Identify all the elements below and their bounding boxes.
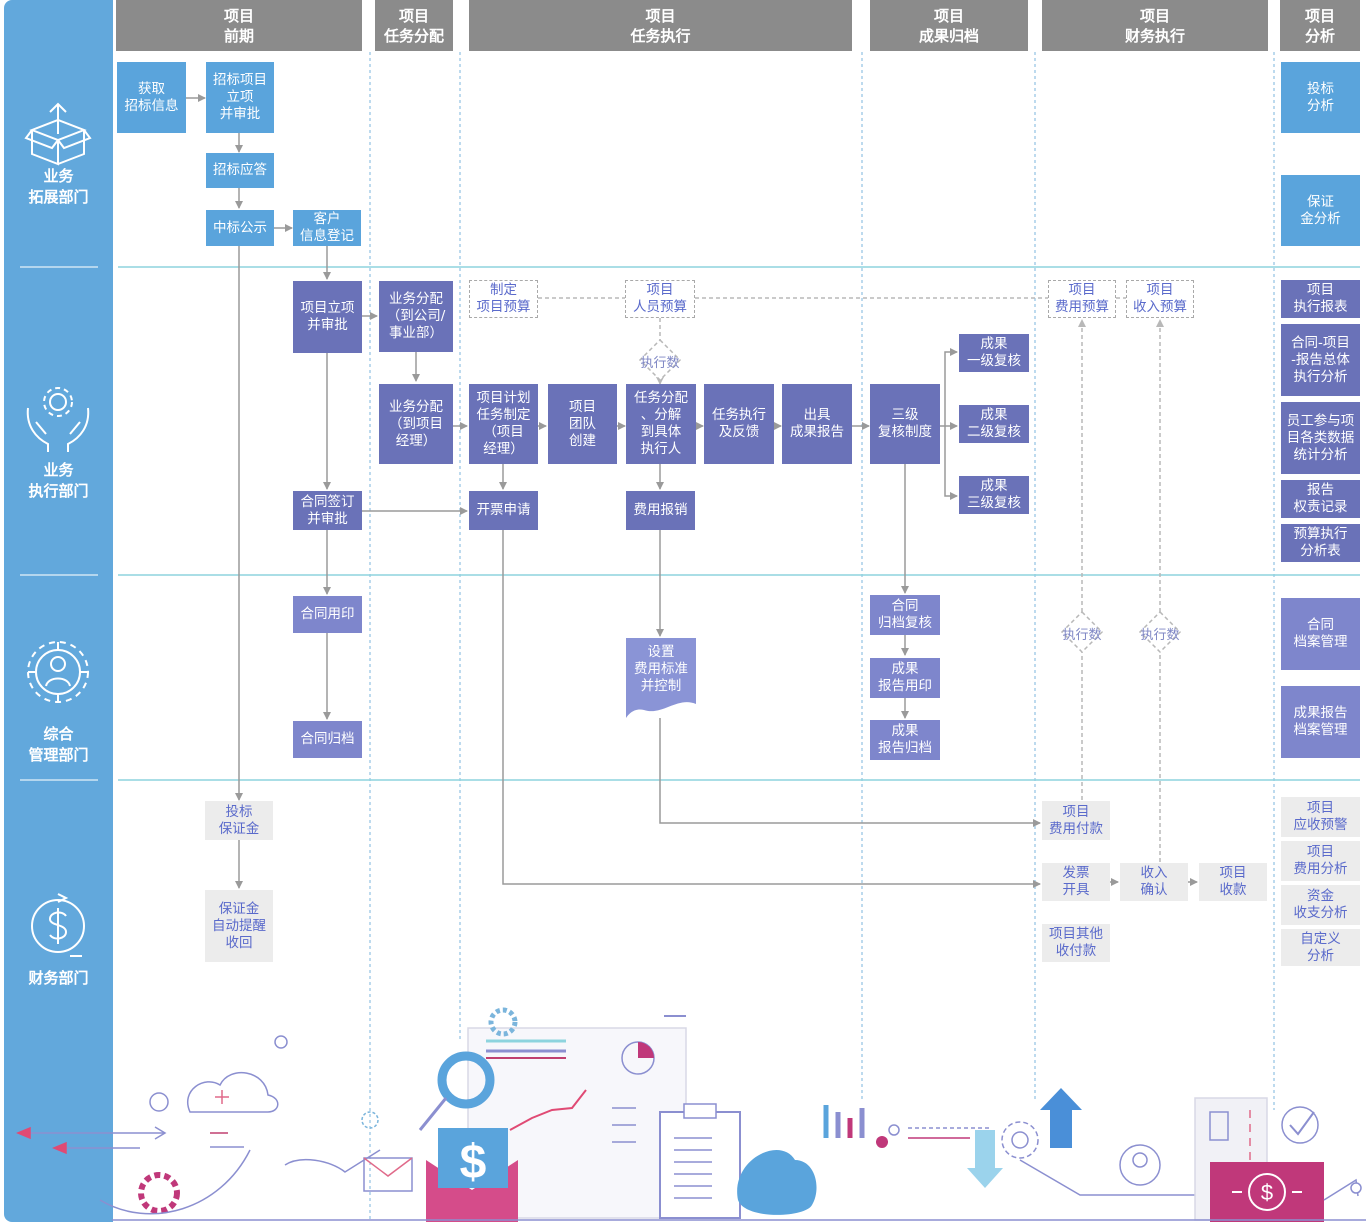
- box-bid-analysis[interactable]: 投标 分析: [1281, 62, 1360, 133]
- box-report-archive[interactable]: 成果 报告归档: [870, 720, 940, 760]
- box-three-level-review[interactable]: 三级 复核制度: [870, 384, 940, 464]
- box-budget-exec-table[interactable]: 预算执行 分析表: [1281, 524, 1360, 562]
- box-assign-to-manager[interactable]: 业务分配 （到项目 经理）: [379, 384, 453, 464]
- box-contract-archive-review[interactable]: 合同 归档复核: [870, 595, 940, 635]
- box-exec-report[interactable]: 项目 执行报表: [1281, 280, 1360, 318]
- box-issue-report[interactable]: 出具 成果报告: [782, 384, 852, 464]
- box-customer-register[interactable]: 客户 信息登记: [293, 210, 361, 246]
- header-finance-execute: 项目 财务执行: [1042, 0, 1268, 51]
- box-bid-deposit[interactable]: 投标 保证金: [205, 801, 273, 840]
- department-sidebar: [4, 0, 113, 1222]
- box-bid-project-approval[interactable]: 招标项目 立项 并审批: [206, 62, 274, 133]
- box-expense-claim[interactable]: 费用报销: [626, 491, 695, 530]
- dept-admin-label: 综合 管理部门: [28, 725, 89, 764]
- box-assign-to-company[interactable]: 业务分配 （到公司/ 事业部）: [379, 281, 453, 352]
- box-report-rights[interactable]: 报告 权责记录: [1281, 480, 1360, 518]
- box-task-execute[interactable]: 任务执行 及反馈: [704, 384, 774, 464]
- box-fund-analysis[interactable]: 资金 收支分析: [1281, 885, 1360, 925]
- box-contract-sign[interactable]: 合同签订 并审批: [293, 491, 362, 530]
- box-report-file-mgmt[interactable]: 成果报告 档案管理: [1281, 686, 1360, 758]
- dept-finance-label: 财务部门: [28, 969, 89, 987]
- header-project-early: 项目 前期: [116, 0, 362, 51]
- decorative-illustration: $ $: [16, 1007, 1366, 1222]
- gear-person-icon: [27, 641, 89, 703]
- diamond-exec-count-2: 执行数: [1062, 628, 1102, 643]
- box-deposit-analysis[interactable]: 保证 金分析: [1281, 175, 1360, 246]
- box-contract-seal[interactable]: 合同用印: [293, 596, 362, 633]
- box-custom-analysis[interactable]: 自定义 分析: [1281, 929, 1360, 966]
- svg-text:$: $: [460, 1136, 487, 1189]
- box-get-bid-info[interactable]: 获取 招标信息: [117, 62, 186, 133]
- header-result-archive: 项目 成果归档: [870, 0, 1028, 51]
- box-project-cost-budget[interactable]: 项目 费用预算: [1048, 280, 1116, 318]
- box-bid-response[interactable]: 招标应答: [206, 153, 274, 188]
- dept-execution-label: 业务 执行部门: [28, 461, 89, 500]
- box-project-plan[interactable]: 项目计划 任务制定 （项目 经理）: [469, 384, 538, 464]
- svg-text:$: $: [1261, 1180, 1273, 1205]
- box-contract-archive[interactable]: 合同归档: [293, 721, 362, 758]
- box-cost-analysis[interactable]: 项目 费用分析: [1281, 841, 1360, 881]
- diamond-exec-count-3: 执行数: [1140, 628, 1180, 643]
- box-project-approval[interactable]: 项目立项 并审批: [293, 281, 362, 353]
- box-review-level-3[interactable]: 成果 三级复核: [959, 476, 1029, 514]
- box-staff-budget[interactable]: 项目 人员预算: [625, 280, 695, 318]
- header-task-execute: 项目 任务执行: [469, 0, 852, 51]
- box-staff-stats[interactable]: 员工参与项 目各类数据 统计分析: [1281, 402, 1360, 474]
- box-report-seal[interactable]: 成果 报告用印: [870, 658, 940, 698]
- box-project-income-budget[interactable]: 项目 收入预算: [1126, 280, 1194, 318]
- header-task-assign: 项目 任务分配: [375, 0, 453, 51]
- box-deposit-reminder[interactable]: 保证金 自动提醒 收回: [205, 890, 273, 962]
- dollar-cycle-icon: [31, 893, 85, 957]
- box-invoice-request[interactable]: 开票申请: [469, 491, 538, 530]
- box-award-notice[interactable]: 中标公示: [206, 210, 274, 246]
- header-project-analysis: 项目 分析: [1280, 0, 1360, 51]
- box-contract-analysis[interactable]: 合同-项目 -报告总体 执行分析: [1281, 324, 1360, 396]
- box-make-project-budget[interactable]: 制定 项目预算: [469, 280, 538, 318]
- box-team-create[interactable]: 项目 团队 创建: [548, 384, 617, 464]
- dept-business-label: 业务 拓展部门: [28, 167, 89, 206]
- box-review-level-1[interactable]: 成果 一级复核: [959, 334, 1029, 372]
- box-other-payments[interactable]: 项目其他 收付款: [1042, 924, 1110, 962]
- box-income-confirm[interactable]: 收入 确认: [1120, 863, 1188, 901]
- diamond-exec-count-1: 执行数: [640, 356, 680, 371]
- box-issue-invoice[interactable]: 发票 开具: [1042, 863, 1110, 901]
- box-cost-payment[interactable]: 项目 费用付款: [1042, 801, 1110, 840]
- box-receivable-alert[interactable]: 项目 应收预警: [1281, 797, 1360, 837]
- box-contract-file-mgmt[interactable]: 合同 档案管理: [1281, 598, 1360, 670]
- box-task-assign[interactable]: 任务分配 、分解 到具体 执行人: [626, 384, 696, 464]
- document-shape: [626, 638, 696, 718]
- box-upload-icon: [24, 102, 92, 166]
- box-project-collection[interactable]: 项目 收款: [1199, 863, 1267, 901]
- hands-gear-icon: [26, 387, 90, 452]
- box-set-cost-standard[interactable]: 设置 费用标准 并控制: [634, 643, 688, 694]
- box-review-level-2[interactable]: 成果 二级复核: [959, 405, 1029, 443]
